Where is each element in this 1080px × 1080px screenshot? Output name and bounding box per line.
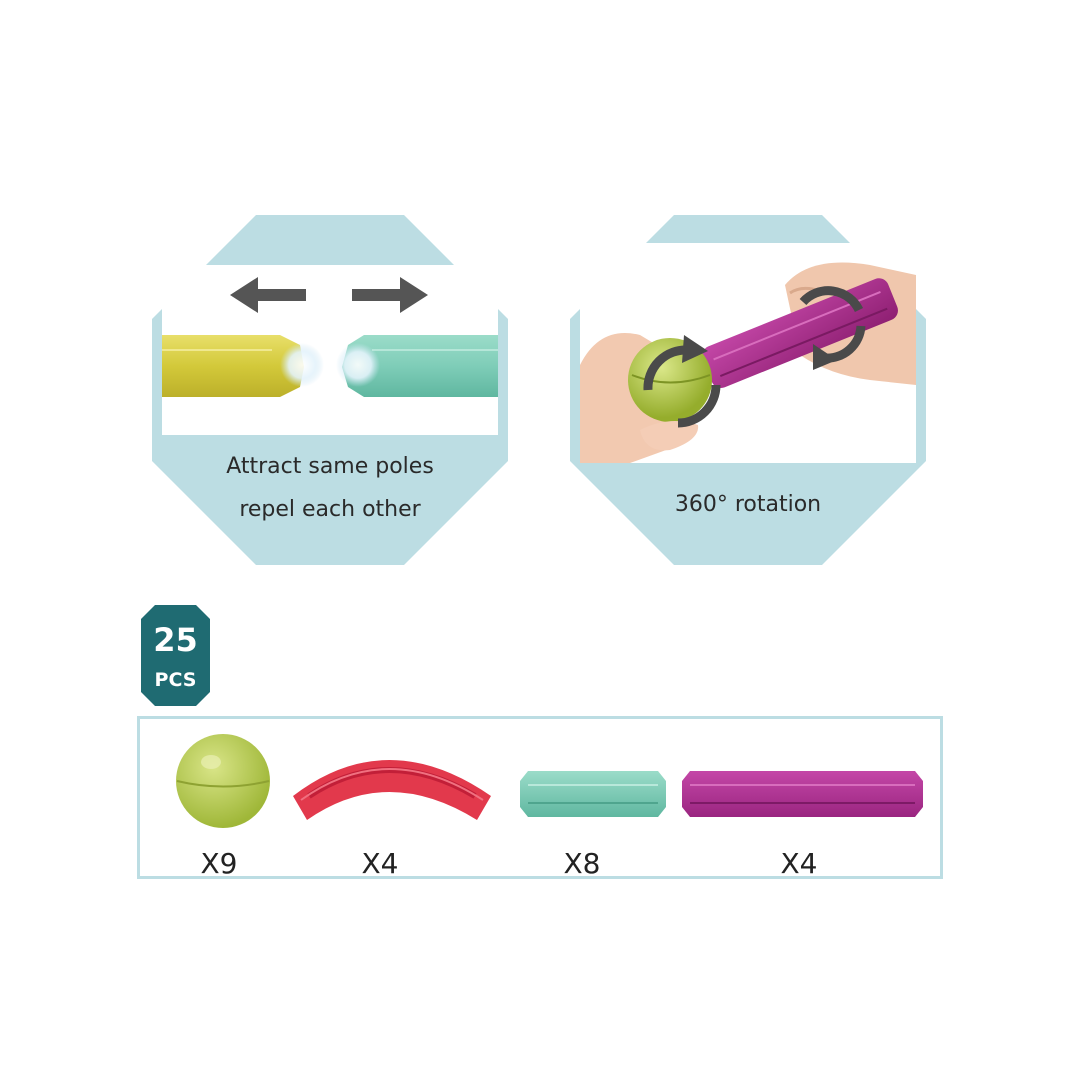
part-quantity: X4 (361, 847, 399, 880)
part-curved-rod (287, 744, 497, 828)
long-rod-image (682, 771, 923, 817)
part-short-rod (518, 769, 668, 823)
part-ball (173, 734, 273, 833)
short-rod-image (520, 771, 666, 817)
pieces-unit: PCS (154, 669, 197, 691)
rotate-icon (799, 286, 866, 370)
pieces-count: 25 (153, 621, 198, 659)
rotation-illustration (570, 215, 926, 565)
arrow-right-icon (352, 277, 428, 313)
arrow-left-icon (230, 277, 306, 313)
pieces-count-badge: 25 PCS (141, 605, 210, 706)
badge-shape (141, 605, 210, 706)
feature-caption-line-1: Attract same poles (226, 454, 434, 479)
feature-magnet-poles: Attract same poles repel each other (152, 215, 508, 565)
feature-rotation: 360° rotation (570, 215, 926, 565)
rotate-icon (643, 335, 721, 428)
feature-caption-line-2: repel each other (239, 497, 421, 522)
curved-rod-image (293, 760, 491, 820)
part-quantity: X4 (780, 847, 818, 880)
parts-list: X9 X4 X8 (137, 716, 943, 880)
ball-image (176, 734, 270, 828)
part-quantity: X9 (200, 847, 238, 880)
part-quantity: X8 (563, 847, 601, 880)
magnet-illustration (152, 215, 508, 565)
part-long-rod (680, 769, 925, 823)
feature-caption-line-1: 360° rotation (674, 492, 822, 517)
